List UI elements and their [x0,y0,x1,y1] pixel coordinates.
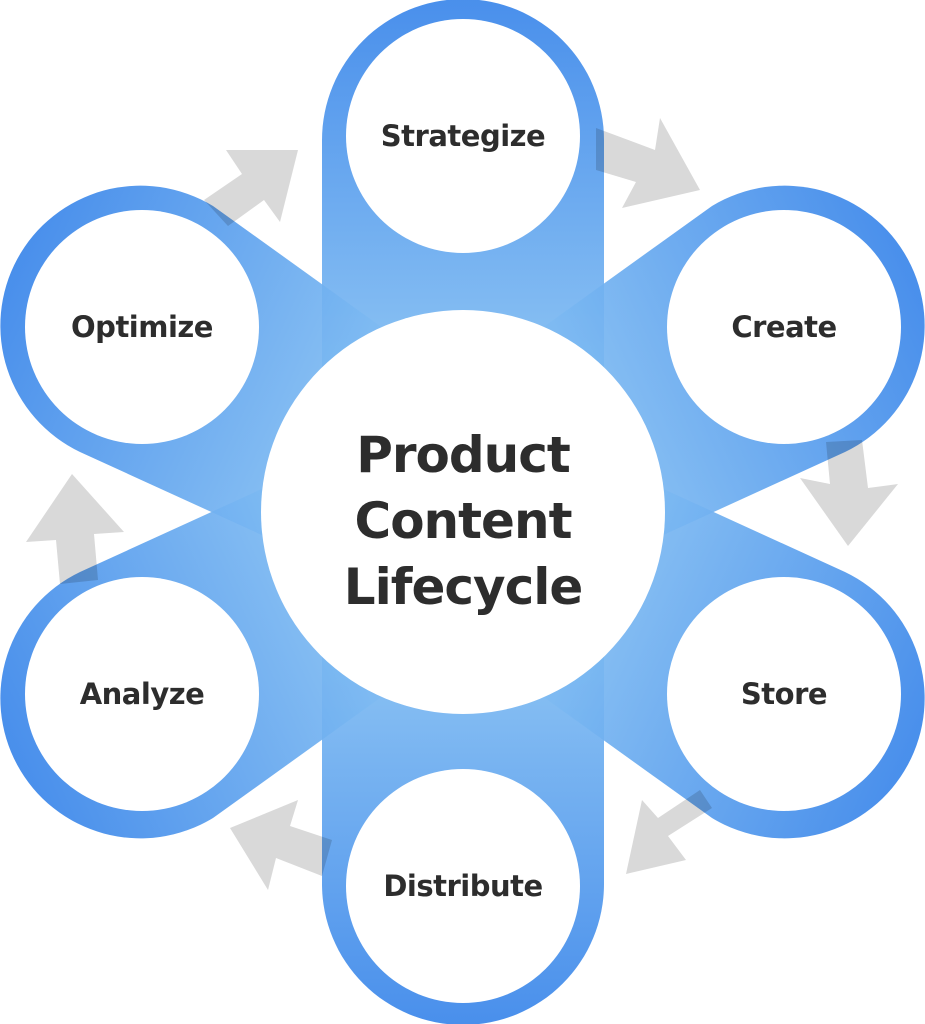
arrow-optimize-to-strategize [204,150,298,226]
stage-labels: Strategize Create Store Distribute Analy… [71,119,837,903]
arrow-distribute-to-analyze [230,800,332,890]
circle-optimize [25,210,259,444]
stage-label-create: Create [731,310,836,344]
center-title-line-3: Lifecycle [344,558,583,616]
stage-label-analyze: Analyze [80,677,205,711]
center-title-line-1: Product [356,426,570,484]
stage-label-optimize: Optimize [71,310,213,344]
arrow-strategize-to-create [596,118,700,208]
stage-circles [25,19,901,1003]
arrow-store-to-distribute [626,790,712,874]
stage-label-store: Store [741,677,827,711]
stage-label-strategize: Strategize [381,119,545,153]
circle-distribute [346,769,580,1003]
center-circle [261,310,665,714]
stage-label-distribute: Distribute [383,869,542,903]
center-title-line-2: Content [355,492,572,550]
circle-create [667,210,901,444]
arrow-analyze-to-optimize [26,474,124,584]
circle-store [667,577,901,811]
arrow-create-to-store [800,440,898,546]
center-title: Product Content Lifecycle [344,426,584,616]
circle-analyze [25,577,259,811]
cycle-arrows [26,118,898,890]
circle-strategize [346,19,580,253]
